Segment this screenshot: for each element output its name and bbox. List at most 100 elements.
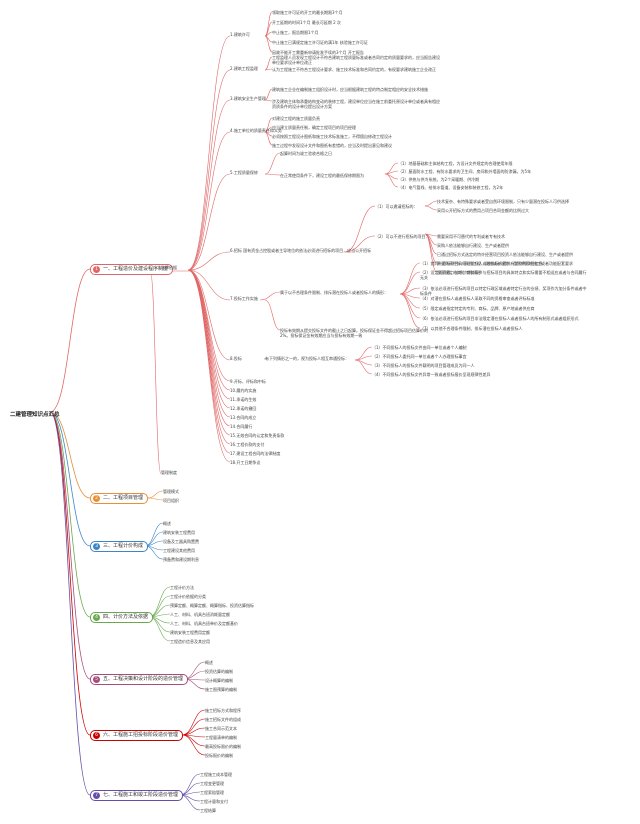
sub-item[interactable]: （4）电气管线、给排水管道、设备安装和装修工程，为2年 [398,185,504,190]
branch-item[interactable]: 起算时间为竣工验收合格之日 [280,151,332,156]
branch-item[interactable]: 涉及建筑主体和承重结构变动的装修工程，建设单位应当在施工前委托原设计单位或者具有… [272,99,440,109]
contract-item[interactable]: 12.承诺的撤回 [230,406,257,411]
branch-item[interactable]: 领取施工许可证的开工的最长期限3个月 [272,10,343,15]
branch-1-label[interactable]: 1.建筑许可 [230,32,250,37]
sub-detail[interactable]: （1）就同一招标项目向潜在投标人或者投标人提供有差别的项目信息 [420,261,543,266]
branch-item[interactable]: 有下列情形之一的，视为投标人相互串通投标： [265,356,349,361]
branch-item[interactable]: 在正常使用条件下，建设工程的最低保修期限为 [280,173,364,178]
pricing-item[interactable]: 预算定额、概算定额、概算指标、投资估算指标 [170,603,254,608]
pricing-item[interactable]: 工程计价方法 [170,585,194,590]
construction-item[interactable]: 工程计量和支付 [200,799,228,804]
contract-item[interactable]: 17.建设工程合同的法律制度 [230,451,281,456]
sub-detail[interactable]: （7）以其他不合理条件限制、排斥潜在投标人或者投标人 [420,326,523,331]
sub-item[interactable]: （2）可以不进行招标的项目： [375,234,430,239]
construction-item[interactable]: 工程施工成本管理 [200,772,232,777]
design-item[interactable]: 概述 [205,660,213,665]
contract-item[interactable]: 18.开工日期争议 [230,460,261,465]
pm-item[interactable]: 管理模式 [163,489,179,494]
sub-detail[interactable]: （3）依法必须进行招标的项目以特定行政区域或者特定行业的业绩、奖项作为加分条件或… [420,286,587,296]
sub-item[interactable]: （1）不同投标人的投标文件由同一单位或者个人编制 [372,345,467,350]
sub-item[interactable]: 属于以不合理条件限制、排斥潜在投标人或者投标人的情形： [280,290,388,295]
sub-legal-basis[interactable]: 法律依据 [161,265,177,270]
branch-item[interactable]: 投标有效期从提交投标文件的截止之日起算。投标保证金不得超过招标项目估算价的2%。… [280,328,428,338]
branch-item[interactable]: 建筑施工企业在编制施工组织设计时，应当根据建筑工程的特点制定相应的安全技术措施 [272,87,428,92]
design-item[interactable]: 设计概算的编制 [205,678,233,683]
cost-item[interactable]: 预备费和建设期利息 [163,557,199,562]
branch-item[interactable]: 中止施工已满规定施工许可证的满1年 核验施工许可证 [272,40,368,45]
contract-item[interactable]: 9.开标、评标和中标 [230,379,266,384]
pm-item[interactable]: 项目组织 [163,498,179,503]
construction-item[interactable]: 工程结算 [200,808,216,813]
sub-item[interactable]: （4）不同投标人的投标文件异常一致或者投标报价呈现规律性差异 [372,372,491,377]
sub-item[interactable]: （3）不同投标人的投标文件载明的项目管理成员为同一人 [372,363,475,368]
branch-item[interactable]: 中止施工，报告期限1个月 [272,30,319,35]
sub-detail[interactable]: （6）依法必须进行招标的项目非法限定潜在投标人或者投标人的所有制形式或者组织形式 [420,316,579,321]
cost-item[interactable]: 概述 [163,521,171,526]
pricing-item[interactable]: 人工、材料、机具台班单价及定额基价 [170,621,238,626]
branch-2-label[interactable]: 2.建筑工程监理 [230,66,258,71]
contract-item[interactable]: 11.承诺的生效 [230,397,257,402]
sub-detail[interactable]: 国家规定的其他特殊情形 [437,270,481,275]
bidding-item[interactable]: 施工合同示范文本 [205,726,237,731]
sub-detail[interactable]: 采用公开招标方式的费用占项目合同金额的比例过大 [437,208,529,213]
pricing-item[interactable]: 工程造价信息及其应用 [170,639,210,644]
construction-item[interactable]: 工程索赔管理 [200,790,224,795]
branch-6-label[interactable]: 6.招标 国有资金占控股或者主导地位的依法必须进行招标的项目，应当公开招标 [230,248,372,253]
sub-item[interactable]: （2）屋面防水工程、有防水要求的卫生间、房间和外墙面的防渗漏，为5年 [398,169,532,174]
branch-item[interactable]: 认为工程施工不符合工程设计要求、施工技术标准和合同约定的，有权要求建筑施工企业改… [272,67,436,72]
sub-detail[interactable]: （4）对潜在投标人或者投标人采取不同的资格审查或者评标标准 [420,296,535,301]
branch-item[interactable]: 因故不能开工需重新申请批准手续的3个月 开工报告 [272,50,364,55]
cost-item[interactable]: 工程建设其他费用 [163,548,195,553]
connector [187,269,231,463]
branch-item[interactable]: 工程监理人员发现工程设计不符合建筑工程质量标准或者合同约定的质量要求的，应当报告… [272,55,440,65]
branch-3-label[interactable]: 3.建筑安全生产管理 [230,96,266,101]
bidding-item[interactable]: 工程量清单的编制 [205,735,237,740]
cost-item[interactable]: 建筑安装工程费用 [163,530,195,535]
branch-5-label[interactable]: 5.工程质量保修 [230,170,258,175]
branch-4-label[interactable]: 4.施工单位的质量责任和义务 [230,128,282,133]
construction-item[interactable]: 工程变更管理 [200,781,224,786]
branch-item[interactable]: 对建设工程的施工质量负责 [272,116,320,121]
pricing-item[interactable]: 人工、材料、机具台班消耗量定额 [170,612,230,617]
sub-item[interactable]: （1）地基基础和主体结构工程，为设计文件规定的合理使用年限 [398,161,513,166]
contract-item[interactable]: 13.合同的成立 [230,415,257,420]
bidding-item[interactable]: 最高投标限价的编制 [205,744,241,749]
sub-detail[interactable]: 需要向原中标人采购工程、货物或者服务，否则将影响施工或者功能配套要求 [437,261,573,266]
branch-7-label[interactable]: 7.投标工作实施 [230,296,258,301]
design-item[interactable]: 施工图预算的编制 [205,687,237,692]
root-node[interactable]: 二建管理知识点汇总 [10,412,60,418]
branch-item[interactable]: 必须按照工程设计图纸和施工技术标准施工，不得擅自修改工程设计 [272,134,392,139]
branch-item[interactable]: 施工过程中发现设计文件和图纸有差错的，应当及时提出意见和建议 [272,143,392,148]
branch-item[interactable]: 应当建立质量责任制，确定工程项目的项目经理 [272,125,356,130]
bidding-item[interactable]: 施工招标方式和程序 [205,708,241,713]
contract-item[interactable]: 10.履约的实施 [230,388,257,393]
sub-detail[interactable]: 需要采用不可替代的专利或者专有技术 [437,234,505,239]
cost-item[interactable]: 设备及工器具购置费 [163,539,199,544]
sub-detail[interactable]: 已通过招标方式选定的特许经营项目投资人依法能够自行建设、生产或者提供 [437,252,573,257]
contract-item[interactable]: 15.无效合同的认定和免责条款 [230,433,285,438]
sub-detail[interactable]: 采购人依法能够自行建设、生产或者提供 [437,243,509,248]
pricing-item[interactable]: 建筑安装工程费用定额 [170,630,210,635]
bidding-item[interactable]: 施工招标文件的组成 [205,717,241,722]
design-item[interactable]: 投资估算的编制 [205,669,233,674]
branch-8-label[interactable]: 8.投标 [230,356,242,361]
bidding-item[interactable]: 投标报价的编制 [205,753,233,758]
branch-item[interactable]: 开工延期的时间1个月 最长可延期 2 次 [272,20,341,25]
sub-management-system[interactable]: 管理制度 [161,470,177,475]
sub-detail[interactable]: 技术复杂、有特殊要求或者受自然环境限制，只有少量潜在投标人可供选择 [437,199,569,204]
sub-detail[interactable]: （2）设定的资格、技术、商务条件与招标项目的具体特点和实际需要不相适应或者与合同… [420,270,587,280]
sub-detail[interactable]: （5）限定或者指定特定的专利、商标、品牌、原产地或者供应商 [420,306,535,311]
sub-item[interactable]: （3）供热与供冷系统，为2个采暖期、供冷期 [398,177,480,182]
contract-item[interactable]: 16.工程价款的支付 [230,442,265,447]
sub-item[interactable]: （1）可以邀请招标的： [375,204,418,209]
pricing-item[interactable]: 工程计价依据的分类 [170,594,206,599]
sub-item[interactable]: （2）不同投标人委托同一单位或者个人办理投标事宜 [372,354,467,359]
contract-item[interactable]: 14.合同履行 [230,424,253,429]
